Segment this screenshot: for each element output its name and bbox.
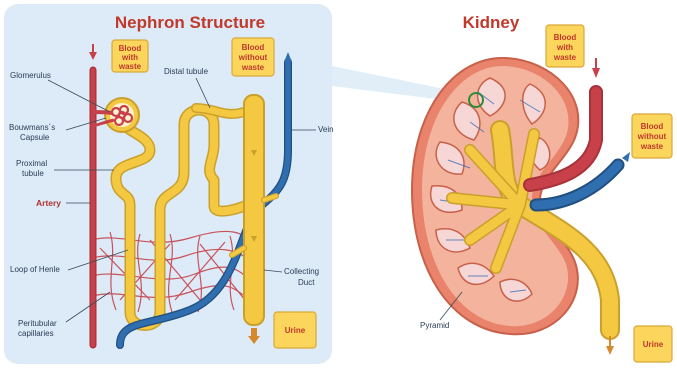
svg-text:Urine: Urine — [285, 326, 306, 335]
label-proximal-tubule: Proximal — [16, 159, 47, 168]
kidney-box-urine: Urine — [634, 326, 672, 362]
box-urine-nephron: Urine — [274, 312, 316, 348]
kidney-title: Kidney — [463, 13, 520, 32]
label-loop-of-henle: Loop of Henle — [10, 265, 60, 274]
svg-text:Urine: Urine — [643, 340, 664, 349]
kidney-artery-arrow-icon — [592, 58, 600, 78]
label-collecting-duct-2: Duct — [298, 278, 315, 287]
kidney-vein-arrow-icon — [622, 152, 630, 162]
label-bowmans-capsule: Bouwmans´s — [9, 123, 55, 132]
label-pyramid: Pyramid — [420, 321, 449, 330]
label-peritubular-2: capillaries — [18, 329, 54, 338]
nephron-title: Nephron Structure — [115, 13, 265, 32]
label-artery: Artery — [36, 198, 61, 208]
label-glomerulus: Glomerulus — [10, 71, 51, 80]
label-collecting-duct: Collecting — [284, 267, 319, 276]
label-vein: Vein — [318, 125, 334, 134]
label-bowmans-capsule-2: Capsule — [20, 133, 50, 142]
label-distal-tubule: Distal tubule — [164, 67, 209, 76]
label-proximal-tubule-2: tubule — [22, 169, 44, 178]
label-peritubular: Peritubular — [18, 319, 57, 328]
